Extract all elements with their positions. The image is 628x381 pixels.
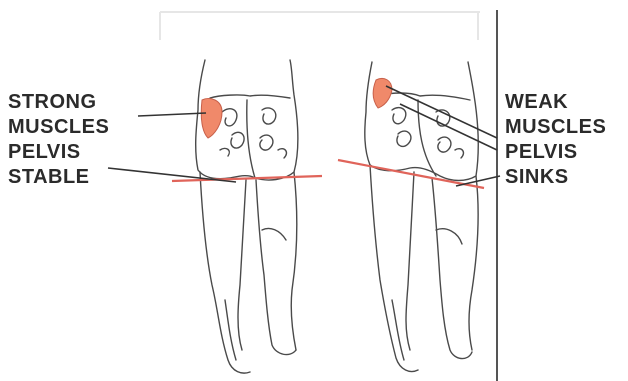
left-label-line-2: MUSCLES xyxy=(8,115,109,140)
right-label-line-4: SINKS xyxy=(505,165,606,190)
leader-weak-muscles-b xyxy=(400,104,497,150)
right-label-line-1: WEAK xyxy=(505,90,606,115)
right-label-line-3: PELVIS xyxy=(505,140,606,165)
left-label-line-3: PELVIS xyxy=(8,140,109,165)
strong-hip-figure xyxy=(196,60,298,373)
weak-label-group: WEAK MUSCLES PELVIS SINKS xyxy=(505,90,606,190)
leader-weak-muscles-a xyxy=(386,86,497,138)
strong-muscle-shape xyxy=(201,99,222,139)
weak-hip-figure xyxy=(365,62,478,372)
leader-strong-muscles xyxy=(138,113,206,116)
leader-lines xyxy=(108,86,500,186)
background-frame xyxy=(160,12,480,40)
weak-muscle-shape xyxy=(373,78,392,108)
left-label-line-4: STABLE xyxy=(8,165,109,190)
left-label-line-1: STRONG xyxy=(8,90,109,115)
right-label-line-2: MUSCLES xyxy=(505,115,606,140)
strong-label-group: STRONG MUSCLES PELVIS STABLE xyxy=(8,90,109,190)
